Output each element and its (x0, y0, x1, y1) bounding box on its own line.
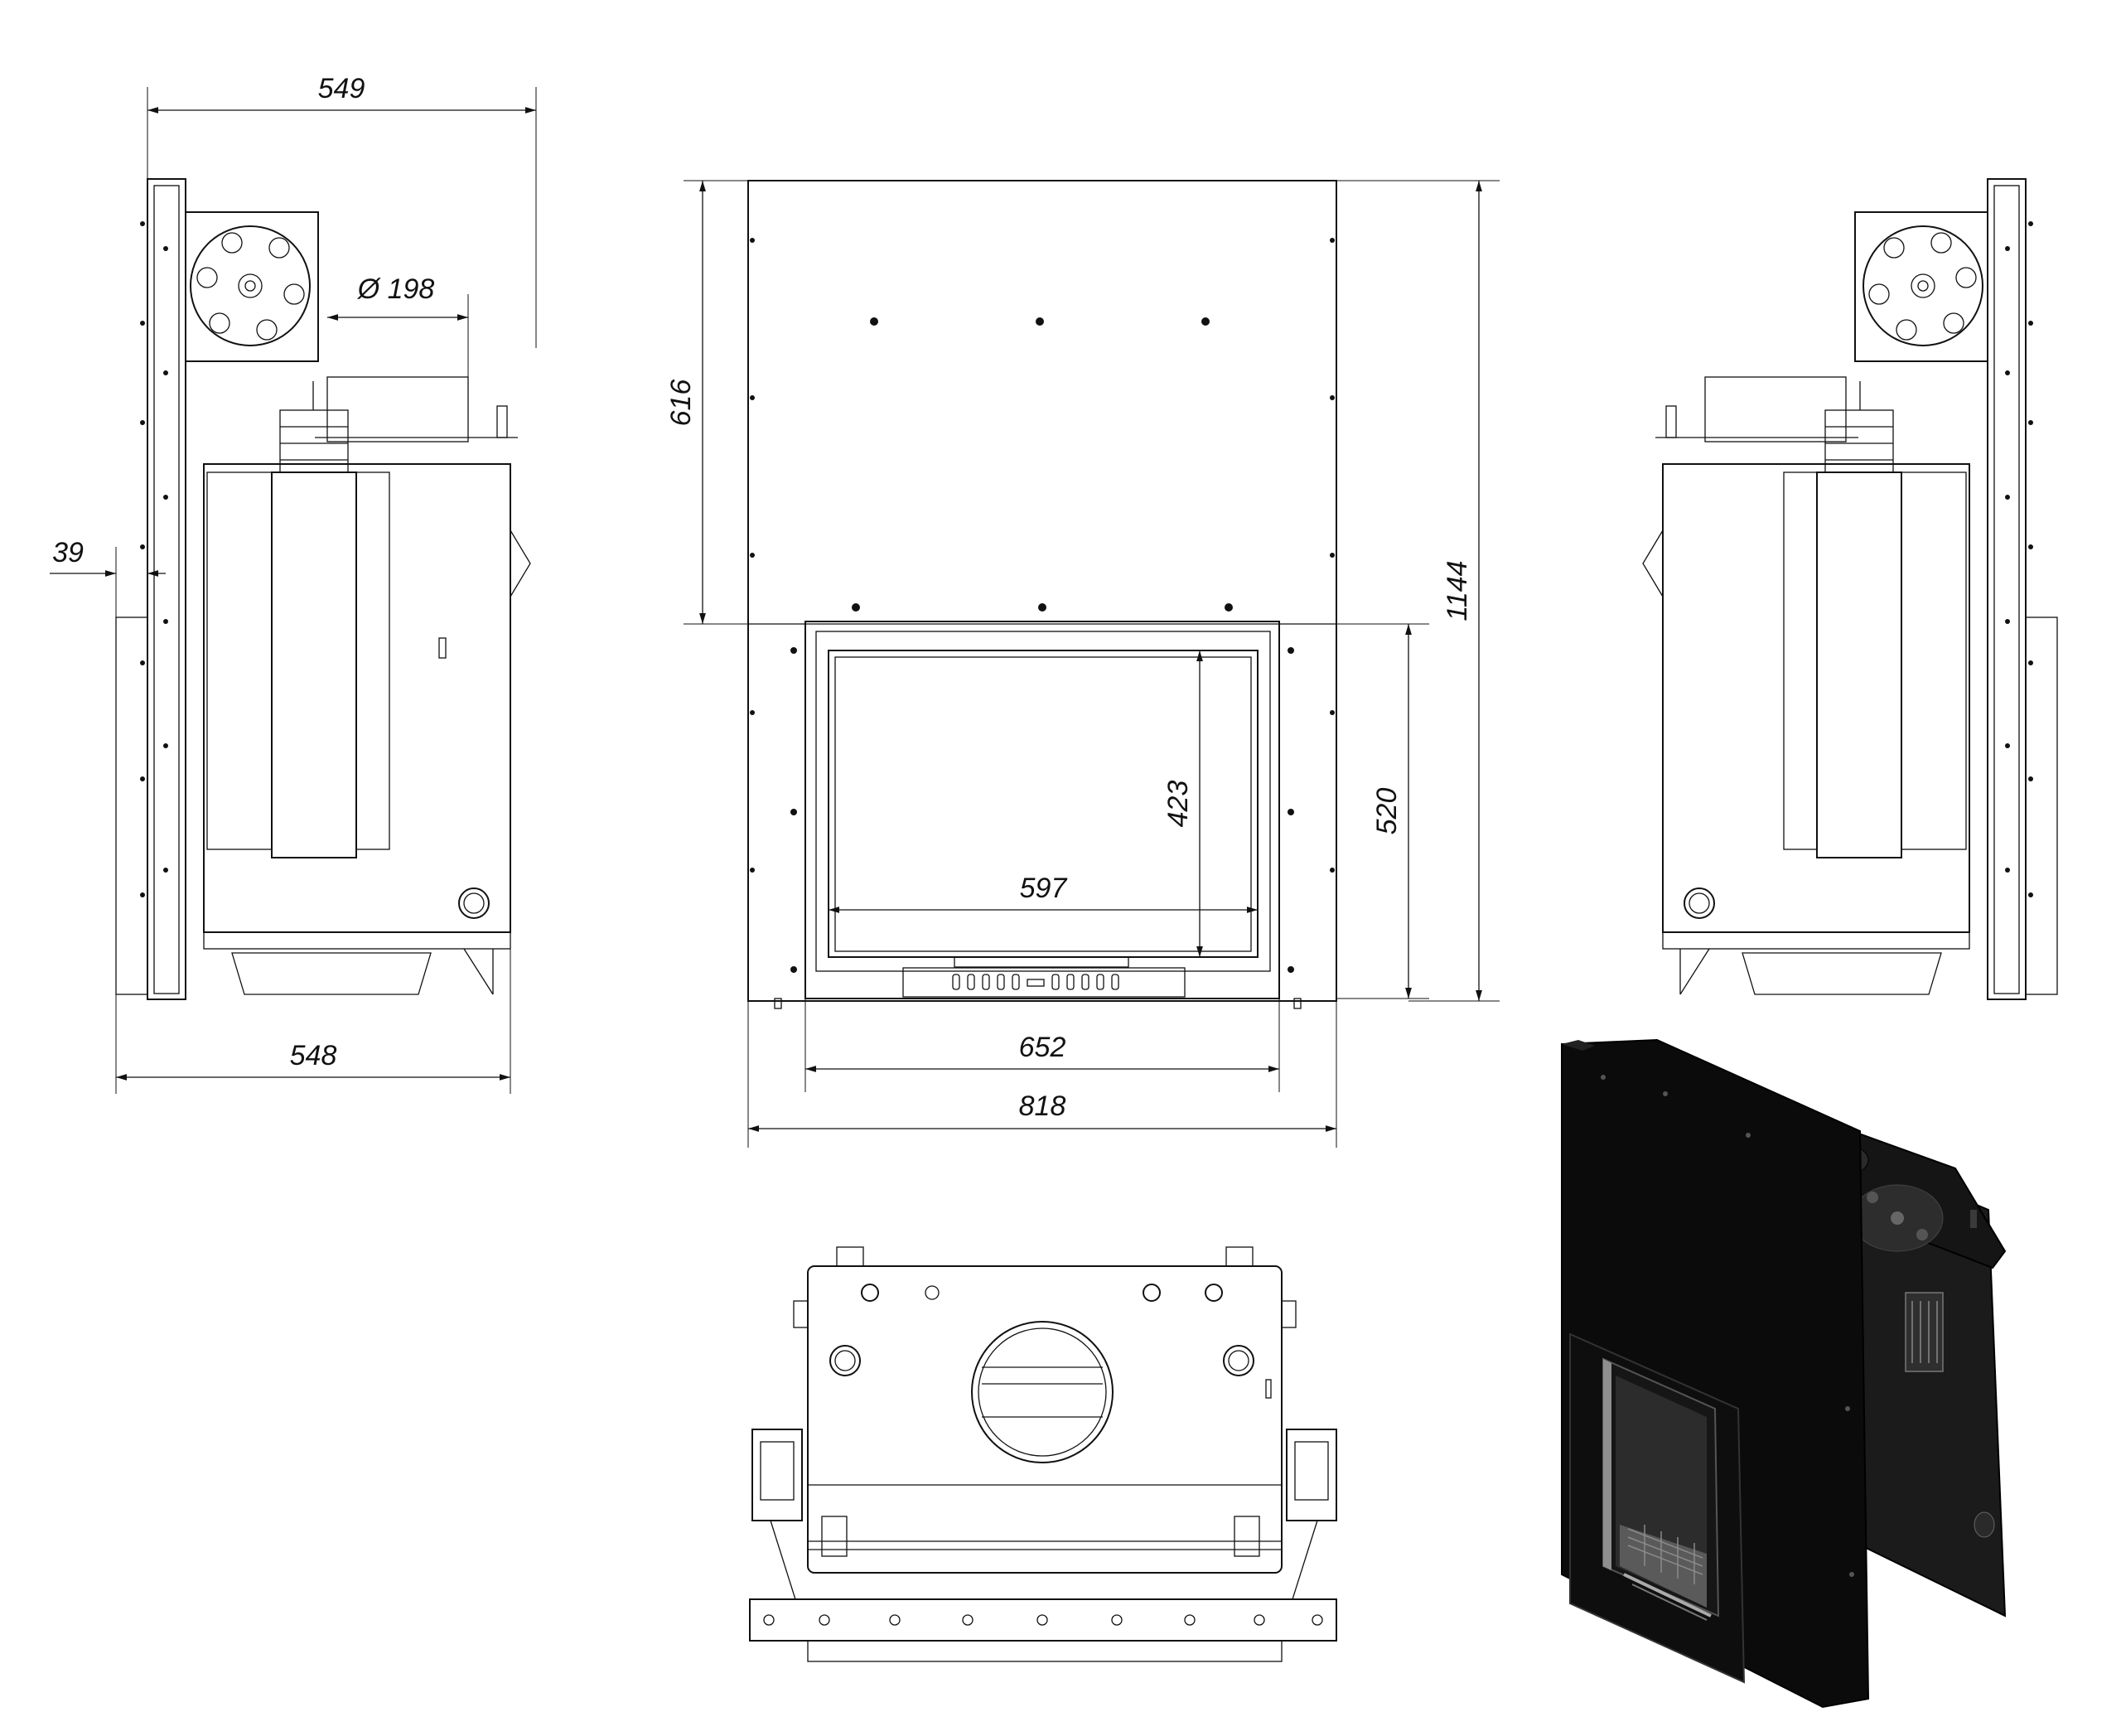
dimension-label-818: 818 (1019, 1090, 1066, 1122)
dimension-flue-diameter: Ø 198 (327, 273, 469, 381)
dimension-label-1144: 1144 (1442, 560, 1473, 621)
dimension-label-diameter: Ø 198 (357, 273, 435, 305)
dimension-520: 520 (1336, 623, 1429, 999)
left-side-view (115, 178, 531, 1000)
dimension-423: 423 (1162, 650, 1203, 957)
dimension-549: 549 (147, 73, 537, 348)
right-side-view (1642, 178, 2058, 1000)
dimension-597: 597 (829, 873, 1258, 913)
dimension-label-39: 39 (52, 537, 84, 568)
dimension-label-423: 423 (1162, 781, 1194, 828)
dimension-39: 39 (50, 537, 166, 617)
dimension-548: 548 (115, 949, 511, 1094)
dimension-818: 818 (747, 1001, 1337, 1148)
dimension-label-616: 616 (665, 380, 697, 427)
dimension-1144: 1144 (1336, 180, 1500, 1002)
dimension-652: 652 (804, 999, 1280, 1092)
isometric-render (1561, 1038, 2007, 1709)
air-vent-slots (952, 974, 1119, 990)
dimension-label-549: 549 (318, 73, 365, 104)
dimension-label-520: 520 (1371, 788, 1403, 835)
dimension-616: 616 (665, 180, 748, 625)
top-view (749, 1246, 1337, 1662)
front-view (747, 180, 1337, 1009)
dimension-label-652: 652 (1019, 1032, 1066, 1063)
dimension-label-548: 548 (290, 1040, 337, 1071)
dimension-label-597: 597 (1020, 873, 1068, 904)
